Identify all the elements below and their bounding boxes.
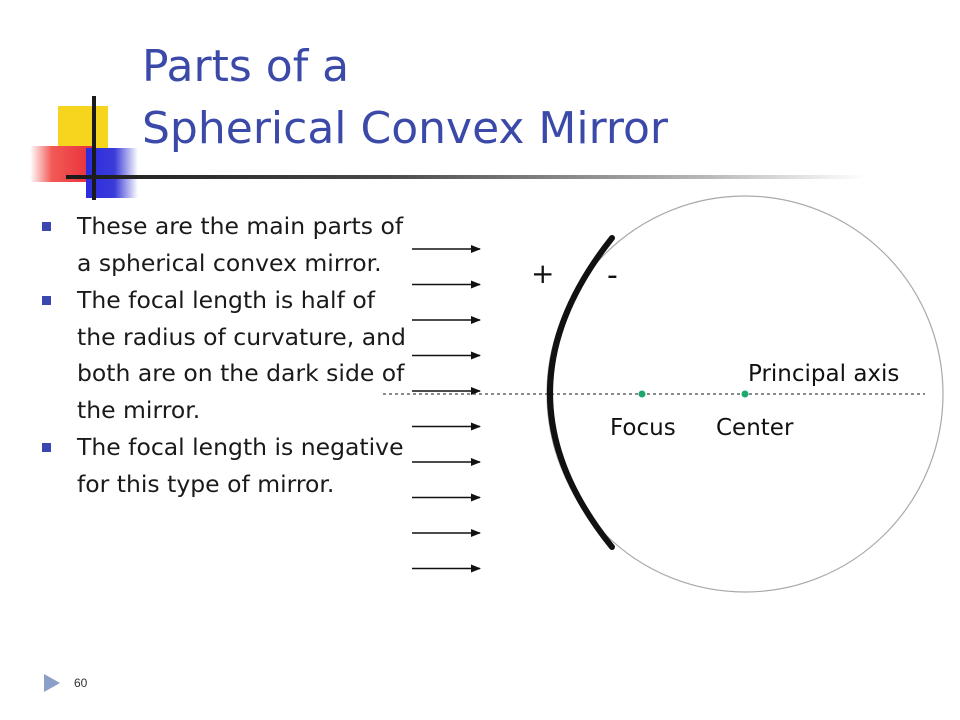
slide-title: Parts of a Spherical Convex Mirror — [142, 36, 902, 160]
footer-arrow-icon — [44, 674, 60, 692]
principal-axis-label: Principal axis — [748, 361, 899, 387]
bullet-item: These are the main parts of a spherical … — [40, 208, 410, 281]
bullet-item: The focal length is negative for this ty… — [40, 429, 410, 502]
center-label: Center — [716, 415, 794, 441]
incoming-rays — [412, 245, 481, 573]
focus-label: Focus — [610, 415, 676, 441]
convex-mirror — [547, 235, 615, 550]
bullet-square-icon — [42, 296, 51, 305]
decor-vertical-line — [92, 96, 96, 200]
center-point — [741, 390, 749, 398]
bullet-text: The focal length is negative for this ty… — [77, 433, 404, 498]
bullet-square-icon — [42, 222, 51, 231]
slide-title-line-2: Spherical Convex Mirror — [142, 103, 669, 154]
bullet-square-icon — [42, 443, 51, 452]
title-underline — [66, 175, 866, 179]
bullet-text: These are the main parts of a spherical … — [77, 212, 404, 277]
focus-point — [638, 390, 646, 398]
bullet-list: These are the main parts of a spherical … — [40, 208, 410, 503]
plus-sign-label: + — [531, 257, 554, 290]
bullet-item: The focal length is half of the radius o… — [40, 282, 410, 428]
page-number: 60 — [74, 676, 88, 690]
bullet-text: The focal length is half of the radius o… — [77, 286, 406, 424]
minus-sign-label: - — [607, 258, 618, 293]
slide-title-line-1: Parts of a — [142, 41, 350, 92]
